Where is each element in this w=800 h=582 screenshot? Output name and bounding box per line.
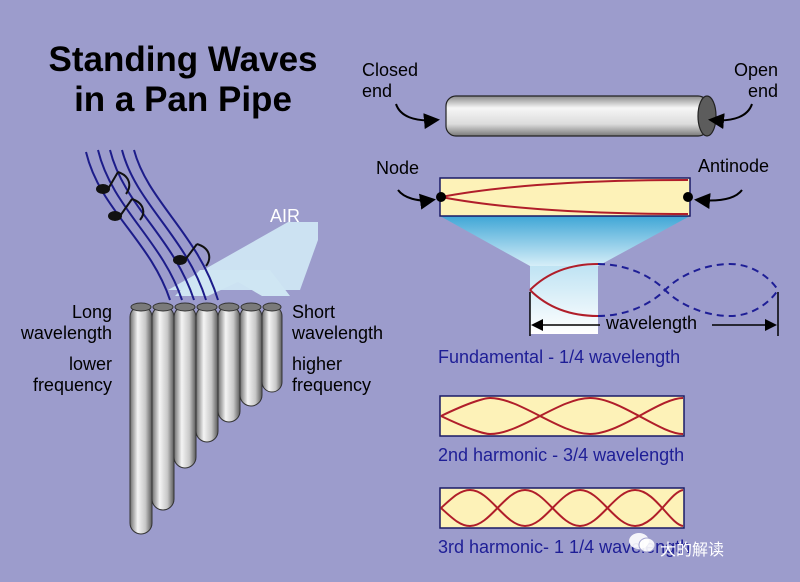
wavelength-wave-dashed-2 — [597, 262, 779, 317]
third-harmonic-tube — [439, 487, 685, 529]
title-line-2: in a Pan Pipe — [74, 80, 292, 119]
fundamental-tube — [439, 177, 691, 217]
watermark-text: 大的解读 — [660, 540, 725, 559]
air-label: AIR — [270, 206, 301, 226]
open-end-arrow — [708, 103, 753, 130]
chat-bubble-icon — [629, 533, 656, 553]
title-line-1: Standing Waves — [48, 40, 318, 79]
fundamental-caption: Fundamental - 1/4 wavelength — [438, 347, 681, 367]
pipe-2 — [151, 305, 175, 511]
closed-end-arrow — [395, 103, 440, 130]
open-end-label: Open end — [733, 60, 778, 101]
pipe-4 — [195, 305, 219, 443]
antinode-arrow — [694, 189, 743, 209]
pan-pipe — [129, 302, 283, 535]
fundamental-wave-upper — [440, 179, 689, 198]
second-harmonic-wave-lower — [440, 396, 684, 436]
wavelength-label: wavelength — [606, 313, 698, 333]
tube-illustration — [445, 95, 717, 137]
lower-frequency-label: lower frequency — [32, 354, 112, 395]
closed-end-label: Closed end — [362, 60, 419, 101]
music-staff — [85, 149, 219, 301]
node-dot — [436, 192, 446, 202]
wavelength-wave-solid-lower — [529, 289, 599, 317]
wavelength-wave-solid-upper — [529, 263, 599, 291]
pipe-5 — [217, 305, 241, 423]
second-harmonic-tube — [439, 395, 685, 437]
second-harmonic-caption: 2nd harmonic - 3/4 wavelength — [438, 445, 685, 465]
antinode-dot — [683, 192, 693, 202]
page-title: Standing Waves in a Pan Pipe — [38, 40, 328, 120]
fundamental-wave-lower — [440, 196, 689, 215]
higher-frequency-label: higher frequency — [292, 354, 372, 395]
third-harmonic-wave-lower — [440, 488, 684, 528]
wavelength-panel — [530, 266, 598, 334]
wavelength-wave-dashed-1 — [597, 263, 779, 318]
node-label: Node — [376, 158, 420, 178]
pipe-6 — [239, 305, 263, 407]
pipe-7 — [261, 305, 283, 393]
second-harmonic-wave-upper — [440, 396, 684, 436]
air-beam-tip — [175, 270, 290, 296]
long-wavelength-label: Long wavelength — [20, 302, 112, 343]
projection-beam — [440, 216, 690, 266]
music-notes-icon — [96, 171, 211, 267]
short-wavelength-label: Short wavelength — [292, 302, 384, 343]
third-harmonic-caption: 3rd harmonic- 1 1/4 wavelength — [438, 537, 691, 557]
node-arrow — [397, 189, 436, 210]
pipe-3 — [173, 305, 197, 469]
third-harmonic-wave-upper — [440, 488, 684, 528]
pipe-1 — [129, 305, 153, 535]
antinode-label: Antinode — [698, 156, 770, 176]
